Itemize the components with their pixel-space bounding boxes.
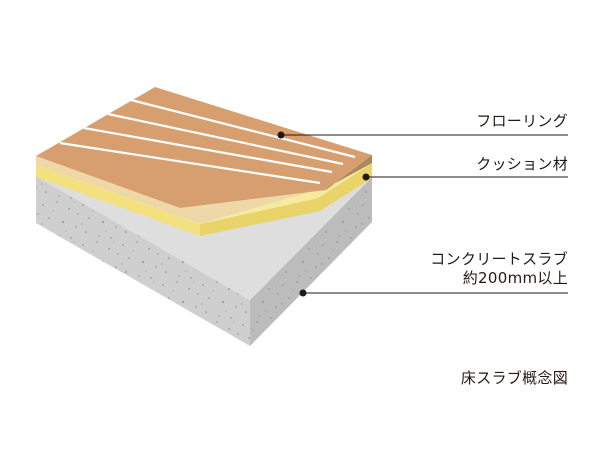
cushion-right-face — [200, 163, 372, 236]
slab-leader-dot — [299, 289, 307, 297]
diagram-caption-text: 床スラブ概念図 — [460, 369, 568, 387]
flooring-layer — [36, 87, 372, 224]
flooring-plank-seams — [59, 98, 356, 185]
leader-lines — [277, 131, 568, 297]
cushion-front-face — [36, 165, 200, 236]
cushion-leader-dot — [362, 173, 370, 181]
flooring-label: フローリング — [476, 112, 568, 131]
cushion-label-text: クッション材 — [476, 155, 568, 173]
concrete-slab-label-line2: 約200mm以上 — [462, 269, 568, 287]
concrete-slab-label-line1: コンクリートスラブ — [430, 250, 568, 268]
flooring-side-face — [36, 155, 372, 224]
flooring-leader-dot — [277, 131, 285, 139]
flooring-label-text: フローリング — [476, 112, 568, 130]
cushion-label: クッション材 — [476, 155, 568, 174]
flooring-right-edge — [326, 155, 372, 190]
diagram-caption: 床スラブ概念図 — [461, 369, 568, 388]
concrete-slab-label: コンクリートスラブ 約200mm以上 — [430, 250, 568, 288]
